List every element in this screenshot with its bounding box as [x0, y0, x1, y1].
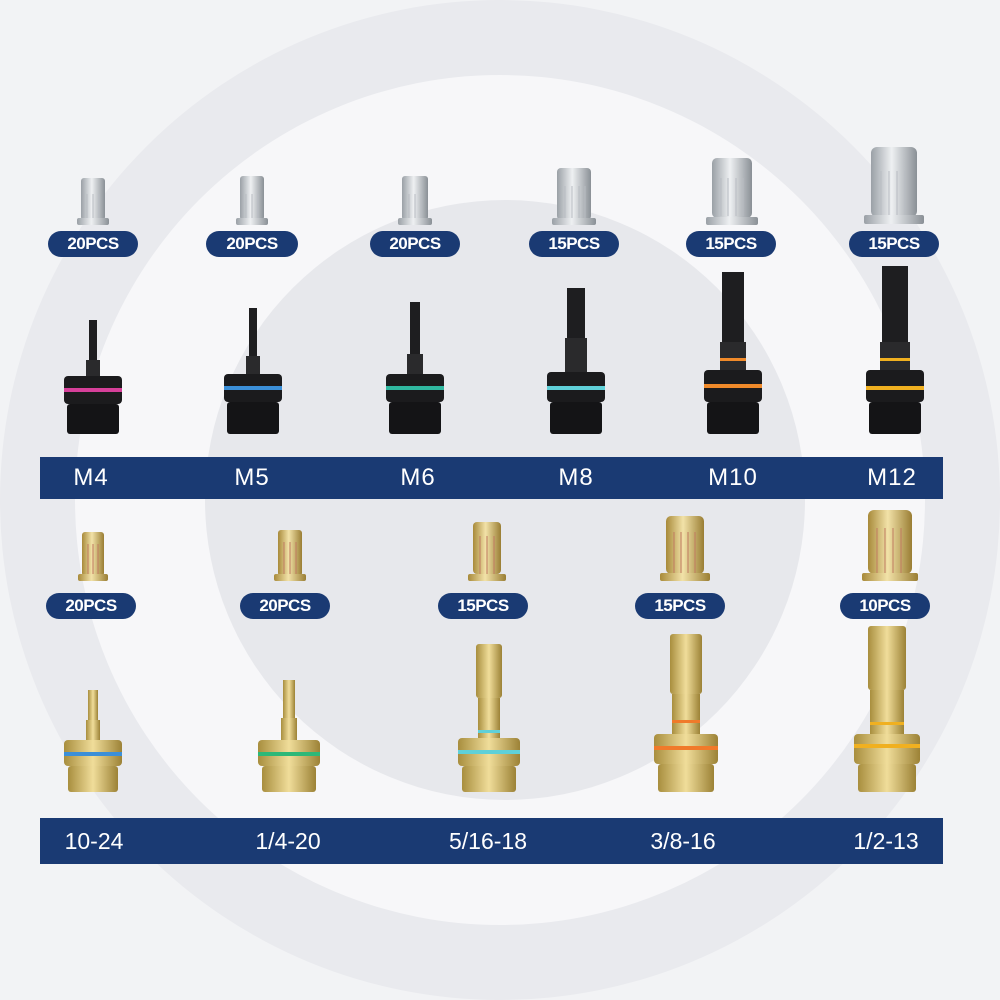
gold-mandrel-3-8-16: [654, 634, 718, 792]
size-label-m5: M5: [234, 464, 270, 491]
black-mandrel-m8: [547, 288, 605, 434]
size-label-1-4-20: 1/4-20: [255, 828, 321, 854]
size-label-m10: M10: [708, 464, 758, 491]
quantity-badge-m8: 15PCS: [529, 231, 619, 257]
size-label-m8: M8: [558, 464, 594, 491]
silver-rivet-nut-m12: [864, 147, 924, 224]
silver-rivet-nut-m5: [236, 176, 268, 225]
size-label-m4: M4: [73, 464, 109, 491]
metric-size-bar: M4 M5 M6 M8 M10 M12: [40, 457, 943, 499]
silver-rivet-nut-m6: [398, 176, 432, 225]
black-mandrel-m10: [704, 272, 762, 434]
silver-rivet-nut-m4: [77, 178, 109, 225]
quantity-badge-m5: 20PCS: [206, 231, 298, 257]
black-mandrel-m6: [386, 302, 444, 434]
quantity-badge-1-4-20: 20PCS: [240, 593, 330, 619]
silver-rivet-nut-m8: [552, 168, 596, 225]
gold-mandrel-10-24: [64, 690, 122, 792]
quantity-badge-m12: 15PCS: [849, 231, 939, 257]
size-label-10-24: 10-24: [64, 828, 124, 854]
quantity-badge-m10: 15PCS: [686, 231, 776, 257]
imperial-size-bar: 10-24 1/4-20 5/16-18 3/8-16 1/2-13: [40, 818, 943, 864]
background-ring-inner: [205, 200, 805, 800]
gold-mandrel-5-16-18: [458, 644, 520, 792]
gold-mandrel-1-4-20: [258, 680, 320, 792]
black-mandrel-m4: [64, 320, 122, 434]
gold-rivet-nut-3-8-16: [660, 516, 710, 581]
size-label-1-2-13: 1/2-13: [853, 828, 919, 854]
size-label-m12: M12: [867, 464, 917, 491]
size-label-3-8-16: 3/8-16: [650, 828, 716, 854]
silver-rivet-nut-m10: [706, 158, 758, 225]
black-mandrel-m5: [224, 308, 282, 434]
gold-rivet-nut-1-4-20: [274, 530, 306, 581]
size-label-m6: M6: [400, 464, 436, 491]
quantity-badge-5-16-18: 15PCS: [438, 593, 528, 619]
size-label-5-16-18: 5/16-18: [448, 828, 528, 854]
gold-rivet-nut-5-16-18: [468, 522, 506, 581]
gold-rivet-nut-10-24: [78, 532, 108, 581]
quantity-badge-1-2-13: 10PCS: [840, 593, 930, 619]
gold-rivet-nut-1-2-13: [862, 510, 918, 581]
quantity-badge-3-8-16: 15PCS: [635, 593, 725, 619]
gold-mandrel-1-2-13: [854, 626, 920, 792]
quantity-badge-m4: 20PCS: [48, 231, 138, 257]
quantity-badge-10-24: 20PCS: [46, 593, 136, 619]
black-mandrel-m12: [866, 266, 924, 434]
quantity-badge-m6: 20PCS: [370, 231, 460, 257]
